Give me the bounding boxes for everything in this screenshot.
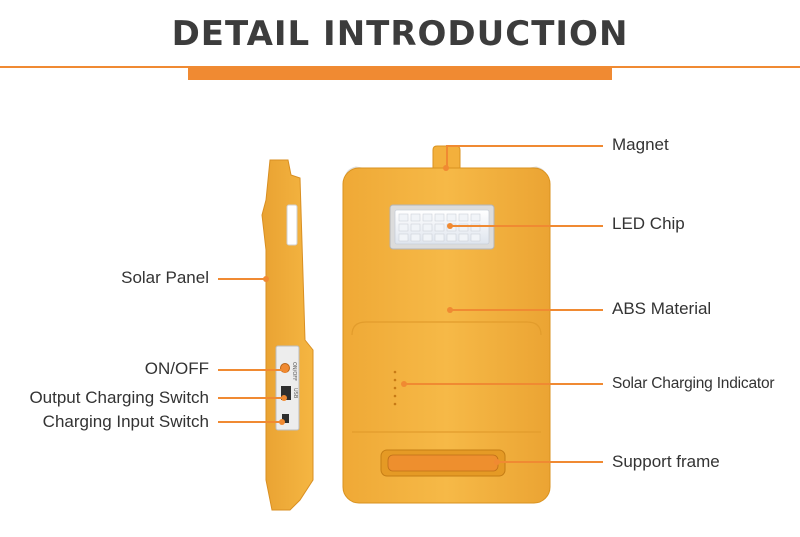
side-view-body <box>261 159 314 511</box>
abs-material-callout-line <box>450 309 603 311</box>
led-chip-callout-line <box>450 225 603 227</box>
charging-indicator-callout-line <box>404 383 603 385</box>
output-charging-port <box>281 386 291 400</box>
on-off-mark-text: ON/OFF <box>291 362 297 381</box>
shell-seam <box>351 321 542 336</box>
led-dot-grid <box>398 213 481 242</box>
on-off-callout-line <box>218 369 285 371</box>
solar-charging-indicator-label: Solar Charging Indicator <box>612 375 775 392</box>
solar-panel-callout-line <box>218 278 266 280</box>
support-frame-bar <box>387 454 499 472</box>
on-off-label: ON/OFF <box>144 359 209 378</box>
front-view-unit <box>342 145 551 504</box>
magnet-callout-line <box>446 145 603 147</box>
charging-indicator-leds <box>393 370 397 406</box>
title-accent-bar <box>188 66 612 80</box>
page-title: DETAIL INTRODUCTION <box>171 14 629 54</box>
magnet-callout-dot <box>443 165 449 171</box>
charging-input-callout-line <box>218 421 282 423</box>
led-chip-label: LED Chip <box>612 214 685 233</box>
on-off-callout-dot <box>282 367 288 373</box>
solar-panel-callout-dot <box>263 276 269 282</box>
charging-input-port <box>282 414 289 423</box>
magnet-label: Magnet <box>612 135 669 154</box>
side-view-led-edge <box>286 204 298 246</box>
support-frame-callout-line <box>497 461 603 463</box>
usb-mark-text: USB <box>292 388 298 399</box>
output-charging-callout-dot <box>281 395 287 401</box>
support-frame-label: Support frame <box>612 452 720 471</box>
side-view-unit: ON/OFF USB <box>261 159 314 511</box>
charging-input-callout-dot <box>279 419 285 425</box>
solar-panel-label: Solar Panel <box>121 268 209 287</box>
charging-input-switch-label: Charging Input Switch <box>42 412 209 431</box>
output-charging-switch-label: Output Charging Switch <box>29 388 209 407</box>
output-charging-callout-line <box>218 397 284 399</box>
abs-material-label: ABS Material <box>612 299 712 318</box>
magnet-callout-riser <box>446 145 448 168</box>
